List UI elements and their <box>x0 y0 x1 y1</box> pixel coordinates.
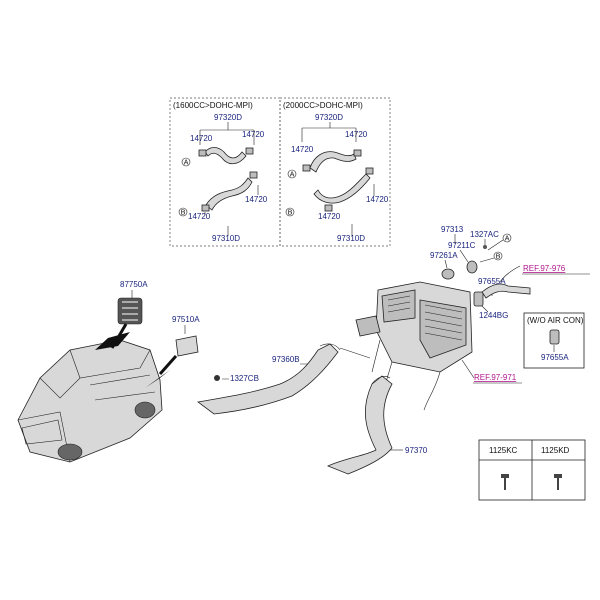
part-label-97211C: 97211C <box>448 241 476 250</box>
part-label-97320D-left: 97320D <box>214 113 242 122</box>
screw-1125KD-icon <box>554 474 562 490</box>
part-label-14720-right-d: 14720 <box>318 212 341 221</box>
part-label-97310D-left: 97310D <box>212 234 240 243</box>
part-label-97510A: 97510A <box>172 315 200 324</box>
screw-1125KC-icon <box>501 474 509 490</box>
part-label-97320D-right: 97320D <box>315 113 343 122</box>
part-label-14720-left-a: 14720 <box>190 134 213 143</box>
variant-2000cc-header: (2000CC>DOHC-MPI) <box>283 101 363 110</box>
part-label-14720-left-b: 14720 <box>242 130 265 139</box>
right-hose-group: 97320D 14720 14720 14720 14720 97310D A … <box>285 113 389 243</box>
part-label-97655A: 97655A <box>478 277 506 286</box>
vehicle-illustration <box>17 332 170 463</box>
fastener-label-1125KC: 1125KC <box>489 446 518 455</box>
part-label-1327AC: 1327AC <box>470 230 499 239</box>
part-label-1327CB: 1327CB <box>230 374 259 383</box>
part-label-14720-right-a: 14720 <box>291 145 314 154</box>
callout-B-heater: B <box>496 254 501 261</box>
part-label-97370: 97370 <box>405 446 428 455</box>
fastener-table: 1125KC 1125KD <box>478 439 586 501</box>
part-label-14720-left-d: 14720 <box>188 212 211 221</box>
duct-97360B: 97360B 1327CB <box>197 343 371 415</box>
wo-aircon-header: (W/O AIR CON) <box>527 316 584 325</box>
cover-97510A: 97510A <box>158 315 200 375</box>
part-label-97313: 97313 <box>441 225 464 234</box>
part-label-14720-right-c: 14720 <box>366 195 389 204</box>
part-label-97655A-wo-aircon: 97655A <box>541 353 569 362</box>
part-label-14720-left-c: 14720 <box>245 195 268 204</box>
ref-link-97-976[interactable]: REF.97-976 <box>523 264 566 273</box>
part-label-1244BG: 1244BG <box>479 311 508 320</box>
part-label-97310D-right: 97310D <box>337 234 365 243</box>
callout-A-right: A <box>290 172 295 179</box>
heater-unit-group: 97313 1327AC 97211C 97261A 97655A 1244BG… <box>355 225 531 411</box>
callout-A-heater: A <box>505 236 510 243</box>
part-label-87750A: 87750A <box>120 280 148 289</box>
callout-B-right: B <box>288 210 293 217</box>
callout-B-left: B <box>181 210 186 217</box>
part-label-14720-right-b: 14720 <box>345 130 368 139</box>
left-hose-group: 97320D 14720 14720 14720 14720 97310D A … <box>178 113 268 243</box>
grille-87750A: 87750A <box>110 280 148 349</box>
variant-2000cc-box: (2000CC>DOHC-MPI) <box>279 97 391 247</box>
wo-aircon-box: (W/O AIR CON) 97655A <box>523 312 585 369</box>
duct-97370: 97370 <box>326 375 428 475</box>
part-label-97261A: 97261A <box>430 251 458 260</box>
variant-1600cc-header: (1600CC>DOHC-MPI) <box>173 101 253 110</box>
fastener-label-1125KD: 1125KD <box>541 446 570 455</box>
part-label-97360B: 97360B <box>272 355 300 364</box>
ref-link-97-971[interactable]: REF.97-971 <box>474 373 517 382</box>
callout-A-left: A <box>184 160 189 167</box>
